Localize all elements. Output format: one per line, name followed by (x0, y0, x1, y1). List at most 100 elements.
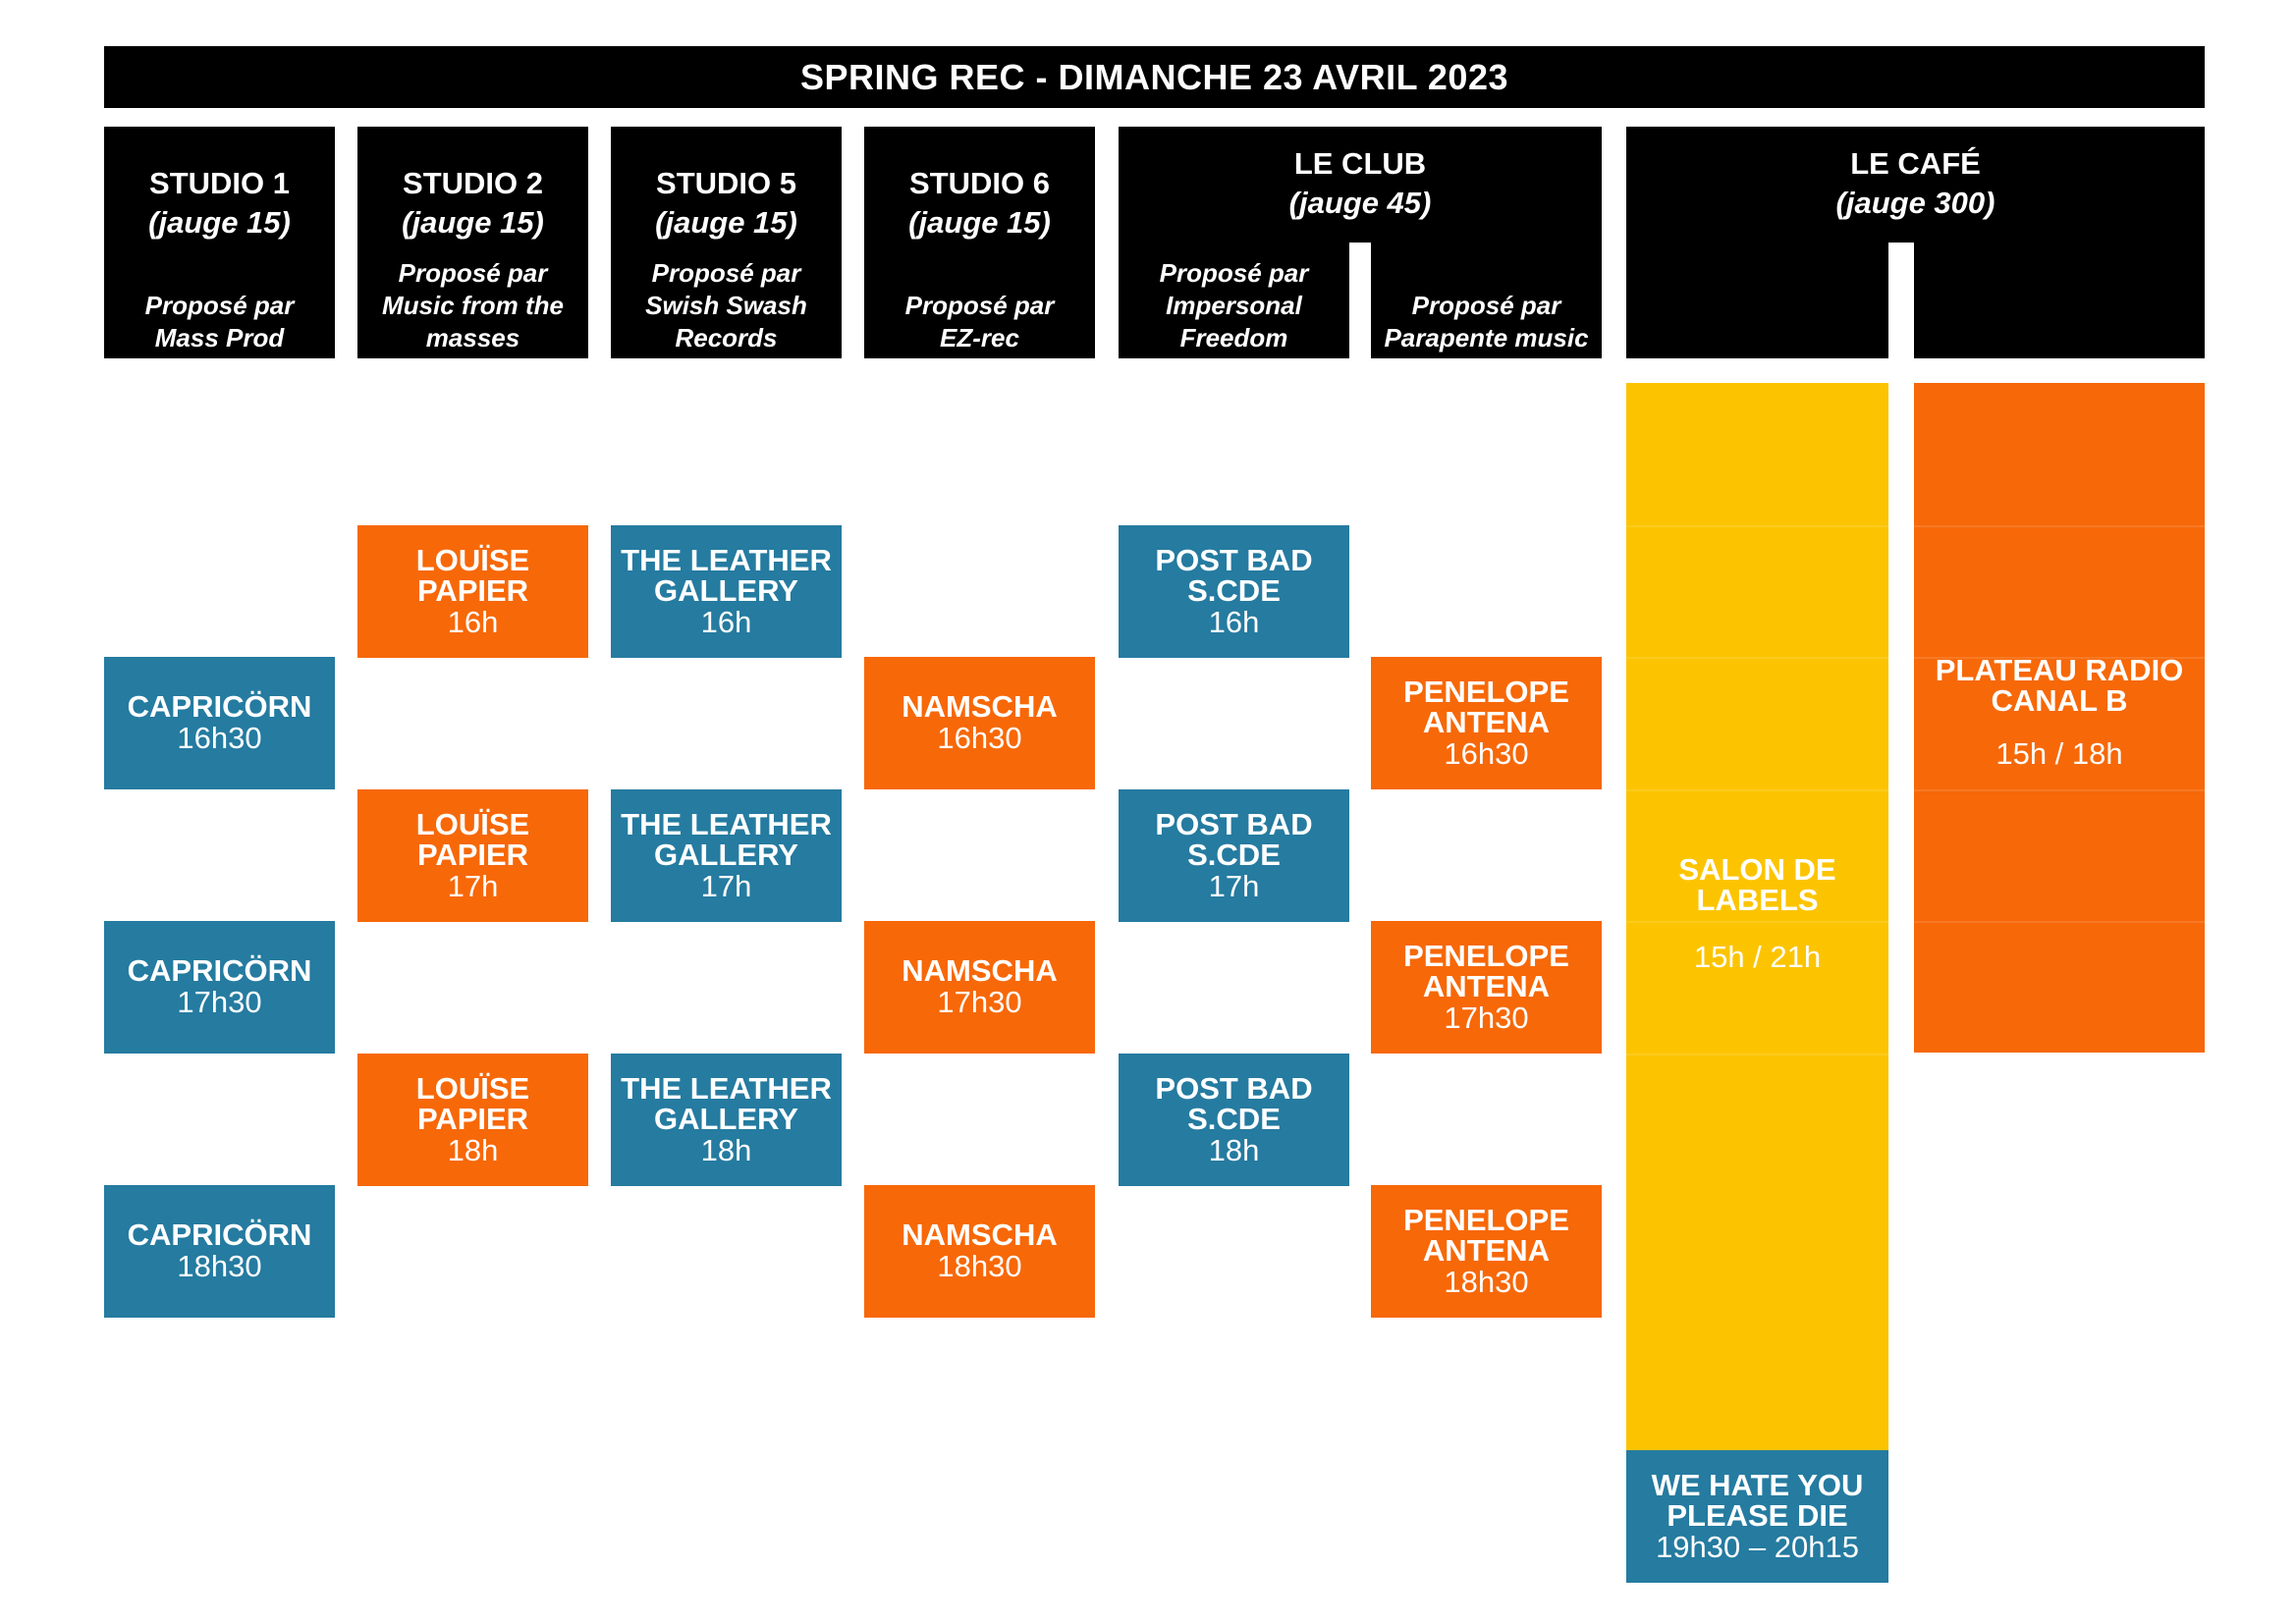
event-time: 18h (447, 1132, 499, 1167)
event-name: PENELOPE (1403, 1202, 1569, 1237)
event-we-hate-you-please-die[interactable]: WE HATE YOU PLEASE DIE 19h30 – 20h15 (1626, 1450, 1888, 1583)
event-name: CAPRICÖRN (127, 953, 312, 988)
venue-capacity: (jauge 15) (908, 205, 1051, 240)
proposed-by-line: Proposé par (1411, 291, 1561, 320)
header-studio-1: STUDIO 1 (jauge 15) Proposé par Mass Pro… (104, 127, 335, 358)
event-post-bad-2[interactable]: POST BAD S.CDE 17h (1119, 789, 1349, 922)
venue-capacity: (jauge 300) (1835, 186, 1995, 220)
event-post-bad-3[interactable]: POST BAD S.CDE 18h (1119, 1054, 1349, 1186)
proposed-by-line: Music from the (382, 291, 564, 320)
event-name: LOUÏSE PAPIER (415, 542, 530, 608)
event-name: S.CDE (1187, 1101, 1281, 1136)
event-name: PLATEAU RADIO (1935, 653, 2184, 687)
event-time: 16h30 (937, 721, 1022, 755)
page-title: SPRING REC - DIMANCHE 23 AVRIL 2023 (104, 46, 2205, 108)
event-name: PENELOPE (1403, 674, 1569, 709)
event-name: THE LEATHER (621, 1070, 832, 1106)
event-penelope-antena-2[interactable]: PENELOPE ANTENA 17h30 (1371, 921, 1602, 1054)
proposed-by-line: Mass Prod (154, 323, 285, 352)
proposed-by-line: Proposé par (398, 258, 548, 288)
venue-capacity: (jauge 15) (148, 205, 291, 240)
venue-name: LE CLUB (1293, 146, 1427, 181)
event-name: CANAL B (1991, 683, 2128, 718)
event-name: ANTENA (1422, 704, 1551, 739)
event-namscha-2[interactable]: NAMSCHA 17h30 (864, 921, 1095, 1054)
venue-capacity: (jauge 15) (402, 205, 544, 240)
event-capricorn-1[interactable]: CAPRICÖRN 16h30 (104, 657, 335, 789)
proposed-by-line: Proposé par (1159, 258, 1309, 288)
event-time: 15h / 21h (1693, 940, 1822, 974)
event-time: 16h (447, 604, 499, 639)
header-studio-6: STUDIO 6 (jauge 15) Proposé par EZ-rec (864, 127, 1095, 358)
event-time: 19h30 – 20h15 (1656, 1529, 1859, 1564)
event-name: THE LEATHER (621, 542, 832, 577)
event-post-bad-1[interactable]: POST BAD S.CDE 16h (1119, 525, 1349, 658)
event-penelope-antena-3[interactable]: PENELOPE ANTENA 18h30 (1371, 1185, 1602, 1318)
event-time: 18h (1208, 1132, 1260, 1167)
event-time: 17h30 (177, 985, 262, 1019)
event-penelope-antena-1[interactable]: PENELOPE ANTENA 16h30 (1371, 657, 1602, 789)
event-name: PENELOPE (1403, 938, 1569, 973)
event-name: LABELS (1696, 883, 1819, 917)
event-time: 18h30 (1444, 1264, 1529, 1299)
event-name: GALLERY (654, 572, 798, 608)
event-name: ANTENA (1422, 968, 1551, 1003)
proposed-by-line: Proposé par (904, 291, 1055, 320)
venue-name: STUDIO 2 (403, 166, 543, 200)
proposed-by-line: masses (425, 323, 520, 352)
event-name: LOUÏSE PAPIER (415, 806, 530, 872)
event-name: GALLERY (654, 837, 798, 872)
event-name: S.CDE (1187, 837, 1281, 872)
event-louise-papier-1[interactable]: LOUÏSE PAPIER 16h (357, 525, 588, 658)
event-leather-gallery-1[interactable]: THE LEATHER GALLERY 16h (611, 525, 842, 658)
header-le-cafe: LE CAFÉ (jauge 300) (1626, 127, 2205, 358)
event-name: S.CDE (1187, 572, 1281, 608)
event-salon-de-labels[interactable]: SALON DE LABELS 15h / 21h (1626, 383, 1888, 1450)
event-name: ANTENA (1422, 1232, 1551, 1268)
event-time: 15h / 18h (1995, 736, 2123, 771)
event-time: 16h30 (177, 721, 262, 755)
event-name: POST BAD (1155, 542, 1313, 577)
venue-capacity: (jauge 15) (655, 205, 797, 240)
event-time: 16h (1208, 604, 1260, 639)
event-capricorn-2[interactable]: CAPRICÖRN 17h30 (104, 921, 335, 1054)
event-name: GALLERY (654, 1101, 798, 1136)
proposed-by-line: Parapente music (1384, 323, 1589, 352)
event-name: LOUÏSE PAPIER (415, 1070, 530, 1136)
proposed-by-line: Proposé par (144, 291, 295, 320)
event-namscha-3[interactable]: NAMSCHA 18h30 (864, 1185, 1095, 1318)
venue-name: STUDIO 1 (149, 166, 290, 200)
event-leather-gallery-2[interactable]: THE LEATHER GALLERY 17h (611, 789, 842, 922)
proposed-by-line: EZ-rec (940, 323, 1019, 352)
event-name: CAPRICÖRN (127, 689, 312, 724)
event-time: 16h (700, 604, 752, 639)
venue-name: LE CAFÉ (1850, 146, 1981, 181)
event-leather-gallery-3[interactable]: THE LEATHER GALLERY 18h (611, 1054, 842, 1186)
event-time: 17h (700, 868, 752, 903)
event-time: 17h (447, 868, 499, 903)
proposed-by-line: Proposé par (651, 258, 801, 288)
event-time: 17h30 (937, 985, 1022, 1019)
event-name: NAMSCHA (902, 1217, 1058, 1252)
header-divider (1349, 243, 1371, 358)
event-time: 18h (700, 1132, 752, 1167)
proposed-by-line: Freedom (1179, 323, 1288, 352)
event-name: WE HATE YOU (1651, 1467, 1864, 1502)
event-louise-papier-2[interactable]: LOUÏSE PAPIER 17h (357, 789, 588, 922)
event-name: POST BAD (1155, 806, 1313, 841)
event-louise-papier-3[interactable]: LOUÏSE PAPIER 18h (357, 1054, 588, 1186)
header-studio-2: STUDIO 2 (jauge 15) Proposé par Music fr… (357, 127, 588, 358)
header-le-club: LE CLUB (jauge 45) Proposé par Impersona… (1119, 127, 1602, 358)
event-namscha-1[interactable]: NAMSCHA 16h30 (864, 657, 1095, 789)
event-name: NAMSCHA (902, 953, 1058, 988)
event-time: 17h (1208, 868, 1260, 903)
proposed-by-line: Records (675, 323, 778, 352)
event-time: 18h30 (177, 1249, 262, 1283)
event-name: SALON DE (1678, 852, 1836, 887)
event-name: NAMSCHA (902, 689, 1058, 724)
event-plateau-radio-canal-b[interactable]: PLATEAU RADIO CANAL B 15h / 18h (1914, 383, 2205, 1053)
venue-name: STUDIO 5 (656, 166, 796, 200)
header-studio-5: STUDIO 5 (jauge 15) Proposé par Swish Sw… (611, 127, 842, 358)
event-capricorn-3[interactable]: CAPRICÖRN 18h30 (104, 1185, 335, 1318)
event-name: THE LEATHER (621, 806, 832, 841)
